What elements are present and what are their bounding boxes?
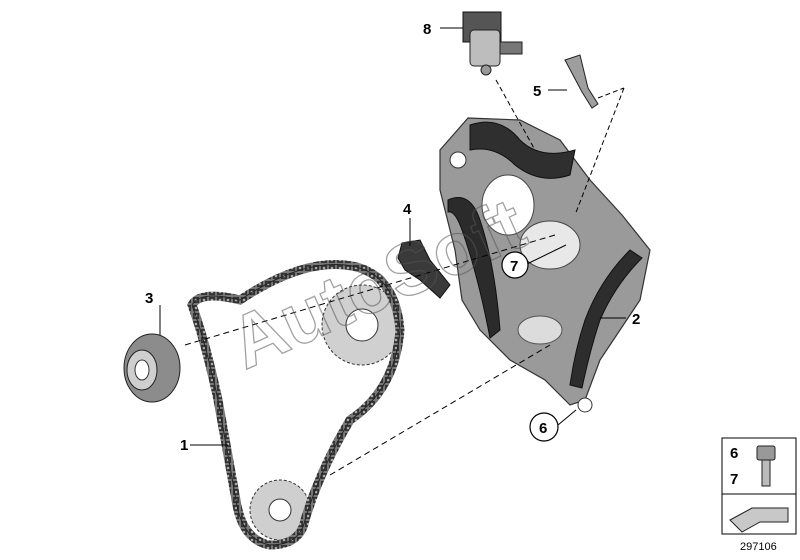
legend-number-7: 7 (730, 471, 738, 488)
tensioner-rail-left (447, 197, 501, 339)
lower-sprocket (249, 479, 311, 541)
locating-pin (564, 54, 599, 109)
leader-lines (159, 27, 626, 476)
camshaft-sprocket (321, 284, 403, 366)
legend-box: 6 7 (721, 437, 797, 495)
callout-3: 3 (145, 290, 153, 307)
legend-number-6: 6 (730, 445, 738, 462)
guide-rail (569, 249, 643, 389)
tensioner-rail-upper (469, 121, 576, 179)
chain-tensioner (462, 11, 523, 76)
callout-7-circle (501, 251, 529, 279)
callout-2: 2 (632, 311, 640, 328)
chain-guide-bracket (397, 239, 451, 299)
callout-7: 7 (510, 258, 518, 275)
crankshaft-sprocket (123, 333, 181, 403)
callout-6-circle (529, 412, 559, 442)
callout-5: 5 (533, 83, 541, 100)
callout-8: 8 (423, 21, 431, 38)
arrow-icon-box (721, 493, 797, 535)
callout-4: 4 (403, 201, 412, 218)
callout-6: 6 (539, 420, 547, 437)
reference-number: 297106 (740, 541, 777, 553)
callout-1: 1 (180, 437, 188, 454)
timing-chain (187, 259, 405, 550)
bolt-icon (756, 445, 776, 487)
